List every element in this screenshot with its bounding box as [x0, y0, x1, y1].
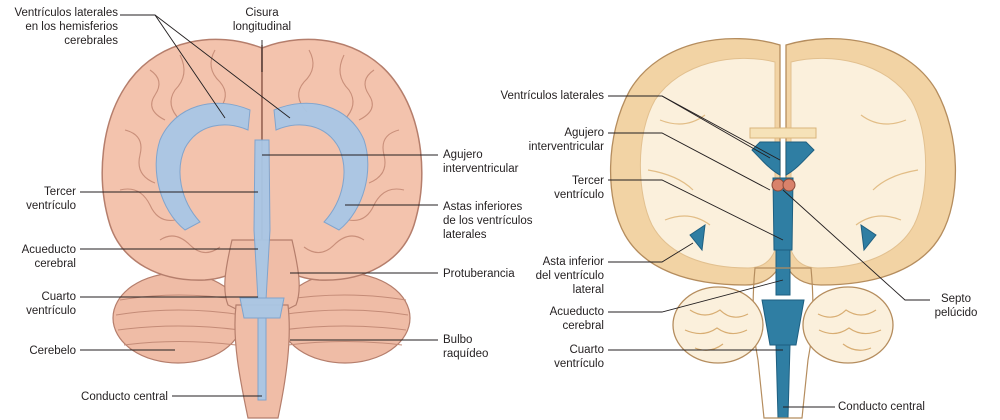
left-ventricles [155, 102, 369, 401]
leader-lines [80, 14, 930, 408]
label-medulla: Bulbo raquídeo [443, 333, 488, 361]
label-interventricular-foramen-left: Agujero interventricular [443, 148, 518, 176]
label-fourth-ventricle-right: Cuarto ventrículo [470, 343, 604, 371]
label-inferior-horn-right: Asta inferior del ventrículo lateral [470, 255, 604, 297]
label-interventricular-foramen-right: Agujero interventricular [470, 126, 604, 154]
label-text: Agujero interventricular [528, 127, 604, 153]
right-brain-illustration [609, 37, 957, 419]
label-lateral-ventricles-right: Ventrículos laterales [470, 89, 604, 103]
label-fourth-ventricle-left: Cuarto ventrículo [0, 290, 76, 318]
label-text: Conducto central [838, 401, 925, 413]
label-third-ventricle-right: Tercer ventrículo [470, 174, 604, 202]
label-cerebellum: Cerebelo [0, 344, 76, 358]
label-text: Ventrículos laterales [500, 90, 604, 102]
right-hemisphere [261, 38, 423, 281]
label-longitudinal-fissure: Cisura longitudinal [212, 6, 312, 34]
label-text: Septo pelúcido [934, 293, 978, 319]
label-text: Ventrículos laterales en los hemisferios… [14, 7, 118, 47]
left-cerebellum [112, 272, 244, 364]
label-septum-pellucidum: Septo pelúcido [920, 292, 992, 320]
label-text: Acueducto cerebral [549, 306, 604, 332]
label-text: Asta inferior del ventrículo lateral [535, 256, 604, 296]
left-brain-illustration [101, 38, 423, 419]
label-text: Cuarto ventrículo [26, 291, 76, 317]
label-text: Conducto central [81, 391, 168, 403]
right-ventricles [689, 141, 877, 419]
label-text: Protuberancia [443, 268, 515, 280]
label-inferior-horns: Astas inferiores de los ventrículos late… [443, 200, 533, 242]
label-text: Cisura longitudinal [232, 7, 292, 33]
label-third-ventricle-left: Tercer ventrículo [0, 185, 76, 213]
label-text: Astas inferiores de los ventrículos late… [443, 201, 533, 241]
right-fig-cerebellum-left [672, 286, 764, 364]
label-text: Bulbo raquídeo [443, 334, 489, 360]
label-cerebral-aqueduct-right: Acueducto cerebral [470, 305, 604, 333]
label-cerebral-aqueduct-left: Acueducto cerebral [0, 243, 76, 271]
label-pons: Protuberancia [443, 267, 515, 281]
label-text: Tercer ventrículo [554, 175, 604, 201]
label-text: Agujero interventricular [443, 149, 519, 175]
label-text: Tercer ventrículo [26, 186, 76, 212]
label-text: Acueducto cerebral [21, 244, 76, 270]
label-central-canal-right: Conducto central [838, 400, 925, 414]
right-fig-cerebellum-right [802, 286, 894, 364]
label-text: Cerebelo [29, 345, 76, 357]
left-hemisphere [101, 38, 263, 281]
label-text: Cuarto ventrículo [554, 344, 604, 370]
label-lateral-ventricles-hemispheres: Ventrículos laterales en los hemisferios… [0, 6, 118, 48]
label-central-canal-left: Conducto central [0, 390, 168, 404]
